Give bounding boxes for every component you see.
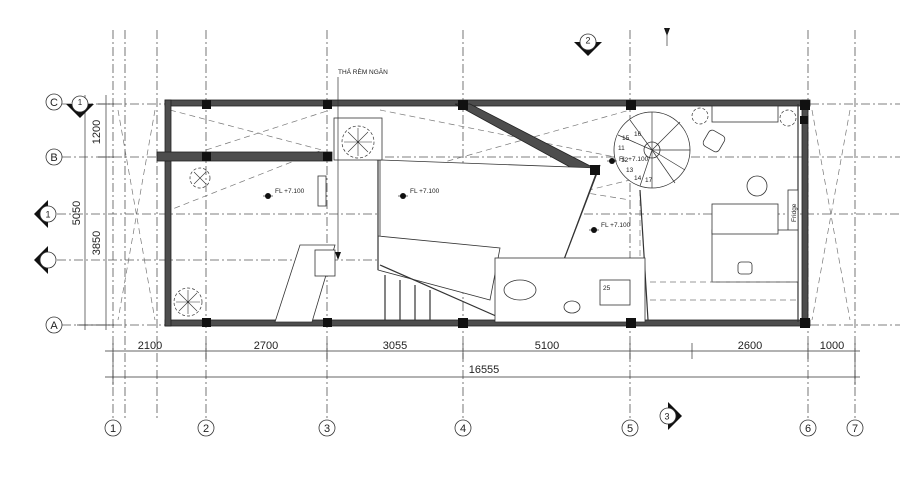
basin (563, 300, 581, 314)
grid-col-1: 1 (110, 423, 116, 435)
floor-level-1: FL +7.100 (275, 188, 305, 195)
grid-bubbles-rows (45, 93, 63, 334)
grid-col-5: 5 (627, 423, 633, 435)
curtain-note: THẢ RÈM NGĂN (338, 67, 388, 76)
stair-step-17: 17 (645, 177, 653, 184)
section-marker-3-number: 3 (664, 411, 669, 421)
level-icon (398, 193, 408, 199)
dim-5100: 5100 (535, 340, 559, 352)
beam-b (156, 151, 333, 162)
grid-col-2: 2 (203, 423, 209, 435)
wall-bottom (164, 319, 811, 327)
dim-total: 16555 (469, 364, 500, 376)
north-marker (664, 28, 670, 46)
plant-icon (341, 125, 375, 159)
toilet (503, 279, 537, 301)
dim-5050: 5050 (71, 201, 83, 225)
section-marker-2-number: 2 (585, 35, 590, 45)
section-marker-1-mid-number: 1 (45, 209, 50, 219)
spiral-stair (613, 111, 691, 189)
stair-step-14: 14 (634, 175, 642, 182)
armchair (702, 129, 726, 153)
dim-1000: 1000 (820, 340, 844, 352)
stair-step-13: 13 (626, 167, 634, 174)
plant-icon (189, 167, 211, 189)
dimension-lines (77, 95, 860, 385)
plant-icon (691, 107, 709, 125)
wall-left (164, 99, 172, 327)
level-icon (263, 193, 273, 199)
stair-step-16: 16 (634, 131, 642, 138)
interior-fixtures (314, 117, 646, 323)
sofa (711, 203, 779, 235)
dim-ticks (112, 343, 856, 385)
cabinet-label: Fridge (791, 203, 798, 222)
plant-icon (779, 109, 797, 127)
diagonal-walls (274, 103, 601, 323)
dim-2700: 2700 (254, 340, 278, 352)
half-wall (317, 175, 327, 207)
floor-level-markers (263, 158, 617, 233)
dim-3850: 3850 (91, 231, 103, 255)
cabinet-top (711, 105, 779, 123)
wall-right (801, 99, 809, 327)
plant-icon (173, 287, 203, 317)
section-marker-2 (574, 33, 602, 56)
desk (711, 229, 799, 283)
stair-step-12: 12 (621, 157, 629, 164)
plants (173, 107, 797, 317)
section-marker-1-mid (34, 200, 57, 228)
stair-step-11: 11 (618, 145, 625, 152)
dim-3055: 3055 (383, 340, 407, 352)
dim-2600: 2600 (738, 340, 762, 352)
level-icon (607, 158, 617, 164)
section-marker-3 (659, 402, 682, 430)
small-dim-25: 25 (603, 285, 611, 292)
columns (202, 100, 810, 328)
round-table (746, 175, 768, 197)
grid-col-6: 6 (805, 423, 811, 435)
grid-bubbles-columns (104, 419, 864, 437)
floor-level-2: FL +7.100 (410, 188, 440, 195)
sink-unit (314, 249, 336, 277)
section-marker-1-top (66, 95, 94, 118)
shower (599, 279, 631, 306)
grid-row-b: B (50, 152, 57, 164)
level-icon (589, 227, 599, 233)
chair-office (737, 261, 753, 275)
section-marker-1-top-number: 1 (78, 98, 83, 107)
office-furniture (650, 105, 799, 301)
section-marker-1-low (34, 246, 57, 274)
dim-2100: 2100 (138, 340, 162, 352)
floor-level-4: FL +7.100 (619, 156, 649, 163)
stair-step-15: 15 (622, 135, 630, 142)
grid-col-3: 3 (324, 423, 330, 435)
floor-level-3: FL +7.100 (601, 222, 631, 229)
grid-row-a: A (50, 320, 58, 332)
wall-top (164, 99, 811, 107)
grid-col-7: 7 (852, 423, 858, 435)
grid-col-4: 4 (460, 423, 466, 435)
grid-row-c: C (50, 97, 58, 109)
dim-1200: 1200 (91, 120, 103, 144)
